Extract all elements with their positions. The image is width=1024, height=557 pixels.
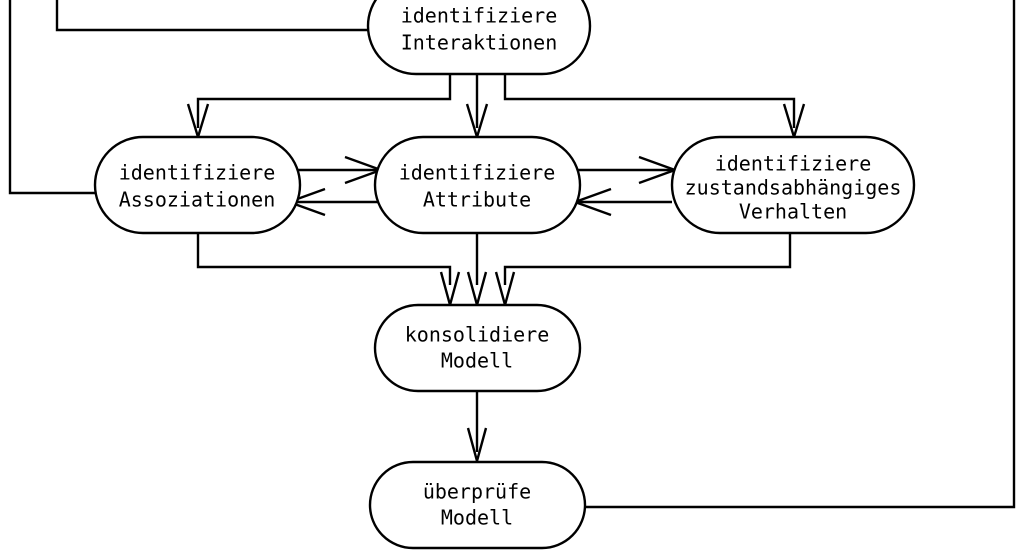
node-identifiziere-interaktionen[interactable]: identifiziere Interaktionen (366, 0, 592, 76)
node-label-interaktionen-line1: identifiziere (401, 4, 558, 28)
node-shape-ueberpruefe (368, 460, 587, 550)
node-konsolidiere-modell[interactable]: konsolidiere Modell (373, 303, 582, 393)
edge-interaktionen-to-assoziationen (196, 74, 452, 128)
node-label-assoziationen-line1: identifiziere (119, 161, 276, 185)
node-label-ueberpruefe-line1: überprüfe (423, 480, 531, 504)
node-shape-assoziationen (93, 135, 302, 235)
node-shape-interaktionen (366, 0, 592, 76)
node-shape-attribute (373, 135, 582, 235)
node-label-konsolidiere-line2: Modell (441, 349, 513, 373)
edge-assoziationen-to-konsolidiere (196, 233, 452, 285)
node-label-konsolidiere-line1: konsolidiere (405, 323, 550, 347)
node-identifiziere-zustandsabhaengiges-verhalten[interactable]: identifiziere zustandsabhängiges Verhalt… (670, 135, 916, 235)
edge-interaktionen-feedback-left (55, 0, 368, 32)
node-label-attribute-line2: Attribute (423, 188, 531, 212)
node-shape-zustand (670, 135, 916, 235)
node-label-zustand-line2: zustandsabhängiges (685, 176, 902, 200)
node-identifiziere-assoziationen[interactable]: identifiziere Assoziationen (93, 135, 302, 235)
node-label-zustand-line1: identifiziere (715, 152, 872, 176)
edge-zustand-to-konsolidiere (503, 233, 792, 285)
node-ueberpruefe-modell[interactable]: überprüfe Modell (368, 460, 587, 550)
node-label-ueberpruefe-line2: Modell (441, 506, 513, 530)
node-label-interaktionen-line2: Interaktionen (401, 31, 558, 55)
node-label-assoziationen-line2: Assoziationen (119, 188, 276, 212)
node-label-attribute-line1: identifiziere (399, 161, 556, 185)
edge-ueberpruefe-feedback-right (585, 0, 1016, 509)
edge-interaktionen-to-zustand (503, 74, 796, 128)
node-identifiziere-attribute[interactable]: identifiziere Attribute (373, 135, 582, 235)
node-label-zustand-line3: Verhalten (739, 200, 847, 224)
node-shape-konsolidiere (373, 303, 582, 393)
edge-assoziationen-feedback-left (8, 0, 95, 195)
